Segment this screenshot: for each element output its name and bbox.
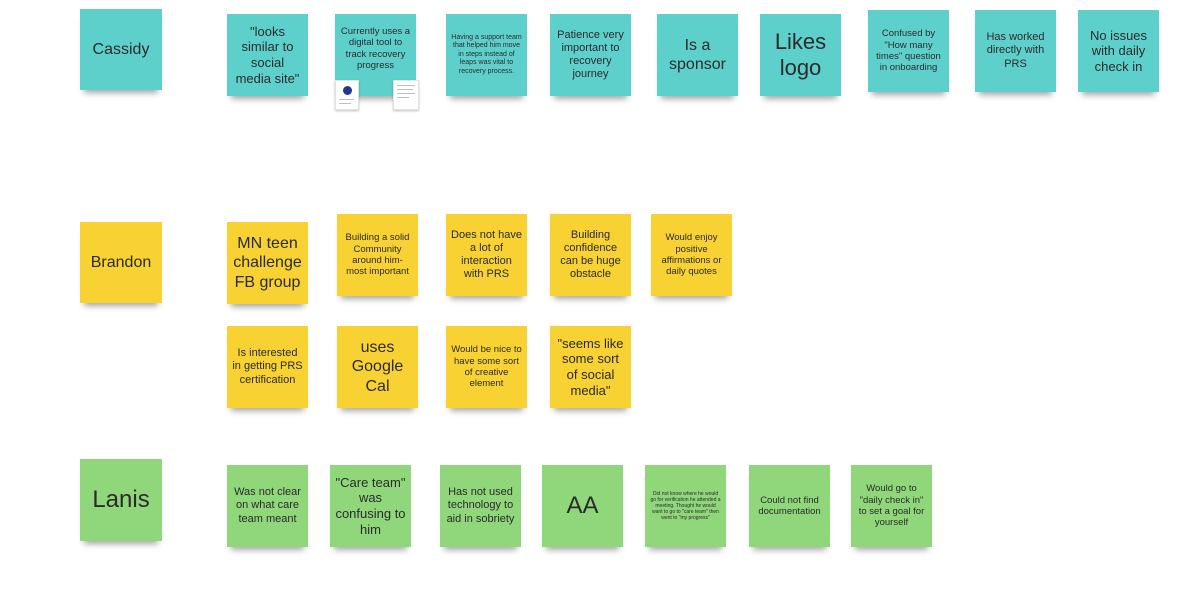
note-text: Has not used technology to aid in sobrie… [446,486,515,525]
sticky-note[interactable]: Building a solid Community around him- m… [337,214,418,296]
sticky-note[interactable]: Does not have a lot of interaction with … [446,214,527,296]
sticky-note[interactable]: MN teen challenge FB group [227,222,308,304]
sticky-note[interactable]: Confused by "How many times" question in… [868,10,949,92]
sticky-note[interactable]: "seems like some sort of social media" [550,326,631,408]
note-text: Likes logo [774,28,827,80]
attachment-thumbnail[interactable] [393,80,419,110]
note-text: Building confidence can be huge obstacle [560,228,621,281]
note-text: Could not find documentation [758,494,821,517]
note-text: uses Google Cal [351,339,404,395]
sticky-note[interactable]: Has worked directly with PRS [975,10,1056,92]
note-text: Would go to "daily check in" to set a go… [858,483,925,529]
note-text: Does not have a lot of interaction with … [451,228,522,281]
note-text: Currently uses a digital tool to track r… [340,26,411,72]
note-text: Is a sponsor [669,36,726,73]
note-text: "looks similar to social media site" [235,23,300,86]
sticky-note[interactable]: Was not clear on what care team meant [227,465,308,547]
note-text: "seems like some sort of social media" [557,335,624,398]
note-text: Is interested in getting PRS certificati… [232,347,303,386]
thumbnail-line [397,89,413,90]
sticky-note[interactable]: Having a support team that helped him mo… [446,14,527,96]
sticky-note[interactable]: Patience very important to recovery jour… [550,14,631,96]
sticky-note[interactable]: Would enjoy positive affirmations or dai… [651,214,732,296]
sticky-note[interactable]: Would be nice to have some sort of creat… [446,326,527,408]
note-text: Would be nice to have some sort of creat… [451,344,522,390]
sticky-note[interactable]: uses Google Cal [337,326,418,408]
group-label-brandon[interactable]: Brandon [80,222,162,303]
thumbnail-line [339,99,354,100]
sticky-note[interactable]: "Care team" was confusing to him [330,465,411,547]
sticky-note[interactable]: Building confidence can be huge obstacle [550,214,631,296]
note-text: Confused by "How many times" question in… [876,28,941,74]
sticky-note[interactable]: Could not find documentation [749,465,830,547]
note-text: Having a support team that helped him mo… [451,34,522,75]
group-label-text: Cassidy [92,40,150,58]
note-text: MN teen challenge FB group [233,235,302,291]
group-label-lanis[interactable]: Lanis [80,459,162,541]
note-text: Patience very important to recovery jour… [557,28,624,81]
sticky-note[interactable]: Has not used technology to aid in sobrie… [440,465,521,547]
note-text: Did not know where he would go for verif… [650,491,721,521]
sticky-note[interactable]: "looks similar to social media site" [227,14,308,96]
sticky-note[interactable]: Did not know where he would go for verif… [645,465,726,547]
thumbnail-line [397,93,415,94]
sticky-note[interactable]: Likes logo [760,14,841,96]
sticky-note[interactable]: AA [542,465,623,547]
note-text: Has worked directly with PRS [986,31,1045,70]
note-text: Was not clear on what care team meant [234,486,301,525]
sticky-note[interactable]: Is a sponsor [657,14,738,96]
sticky-note[interactable]: Is interested in getting PRS certificati… [227,326,308,408]
note-text: AA [566,491,599,519]
note-text: "Care team" was confusing to him [335,474,406,537]
note-text: Would enjoy positive affirmations or dai… [661,232,722,278]
group-label-cassidy[interactable]: Cassidy [80,9,162,90]
group-label-text: Brandon [90,253,152,271]
thumbnail-line [339,103,351,104]
note-text: Building a solid Community around him- m… [345,232,410,278]
thumbnail-line [397,85,415,86]
attachment-thumbnail[interactable] [335,80,359,110]
note-text: No issues with daily check in [1089,27,1148,74]
sticky-note[interactable]: Would go to "daily check in" to set a go… [851,465,932,547]
sticky-note[interactable]: No issues with daily check in [1078,10,1159,92]
group-label-text: Lanis [92,485,150,513]
thumbnail-line [397,97,409,98]
app-logo-icon [343,86,352,95]
